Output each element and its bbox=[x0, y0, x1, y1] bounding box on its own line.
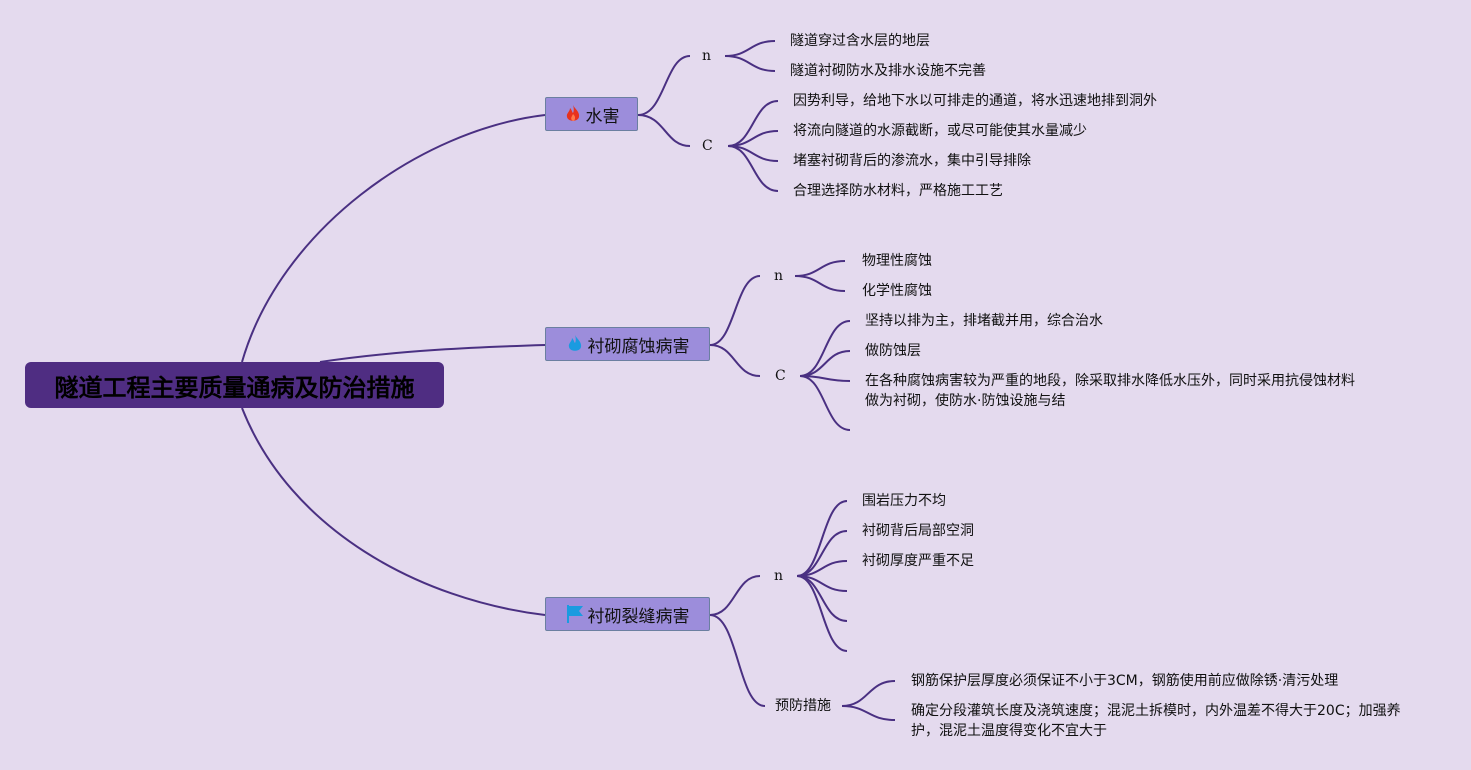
branch-label: 衬砌腐蚀病害 bbox=[587, 336, 690, 357]
list-item[interactable]: 坚持以排为主，排堵截并用，综合治水 bbox=[865, 313, 1103, 329]
list-item[interactable]: 钢筋保护层厚度必须保证不小于3CM，钢筋使用前应做除锈·清污处理 bbox=[911, 673, 1339, 689]
flag-icon bbox=[566, 604, 584, 624]
list-item[interactable]: 做为衬砌，使防水·防蚀设施与结 bbox=[865, 393, 1066, 409]
branch-label: 水害 bbox=[585, 106, 620, 127]
list-item[interactable]: 物理性腐蚀 bbox=[862, 253, 932, 269]
list-item[interactable]: 围岩压力不均 bbox=[862, 493, 946, 509]
branch-lining-cracks[interactable]: 衬砌裂缝病害 bbox=[545, 597, 710, 631]
list-item[interactable]: 堵塞衬砌背后的渗流水，集中引导排除 bbox=[793, 153, 1031, 169]
list-item[interactable]: 隧道衬砌防水及排水设施不完善 bbox=[790, 63, 986, 79]
group-label[interactable]: n bbox=[774, 568, 784, 584]
list-item[interactable]: 将流向隧道的水源截断，或尽可能使其水量减少 bbox=[793, 123, 1087, 139]
fire-icon bbox=[564, 104, 582, 124]
list-item[interactable]: 护，混泥土温度得变化不宜大于 bbox=[911, 723, 1107, 739]
list-item[interactable]: 隧道穿过含水层的地层 bbox=[790, 33, 930, 49]
group-label[interactable]: n bbox=[702, 48, 712, 64]
list-item[interactable]: 化学性腐蚀 bbox=[862, 283, 932, 299]
group-label[interactable]: C bbox=[775, 368, 786, 384]
water-drop-icon bbox=[566, 334, 584, 354]
group-label[interactable]: 预防措施 bbox=[775, 698, 831, 714]
root-title: 隧道工程主要质量通病及防治措施 bbox=[54, 373, 415, 402]
group-label[interactable]: C bbox=[702, 138, 713, 154]
list-item[interactable]: 确定分段灌筑长度及浇筑速度；混泥土拆模时，内外温差不得大于20C；加强养 bbox=[911, 703, 1401, 719]
list-item[interactable]: 做防蚀层 bbox=[865, 343, 921, 359]
list-item[interactable]: 在各种腐蚀病害较为严重的地段，除采取排水降低水压外，同时采用抗侵蚀材料 bbox=[865, 373, 1355, 389]
list-item[interactable]: 合理选择防水材料，严格施工工艺 bbox=[793, 183, 1003, 199]
list-item[interactable]: 因势利导，给地下水以可排走的通道，将水迅速地排到洞外 bbox=[793, 93, 1157, 109]
group-label[interactable]: n bbox=[774, 268, 784, 284]
list-item[interactable]: 衬砌厚度严重不足 bbox=[862, 553, 974, 569]
list-item[interactable]: 衬砌背后局部空洞 bbox=[862, 523, 974, 539]
branch-lining-corrosion[interactable]: 衬砌腐蚀病害 bbox=[545, 327, 710, 361]
branch-water-damage[interactable]: 水害 bbox=[545, 97, 638, 131]
root-topic[interactable]: 隧道工程主要质量通病及防治措施 bbox=[25, 362, 444, 408]
branch-label: 衬砌裂缝病害 bbox=[587, 606, 690, 627]
